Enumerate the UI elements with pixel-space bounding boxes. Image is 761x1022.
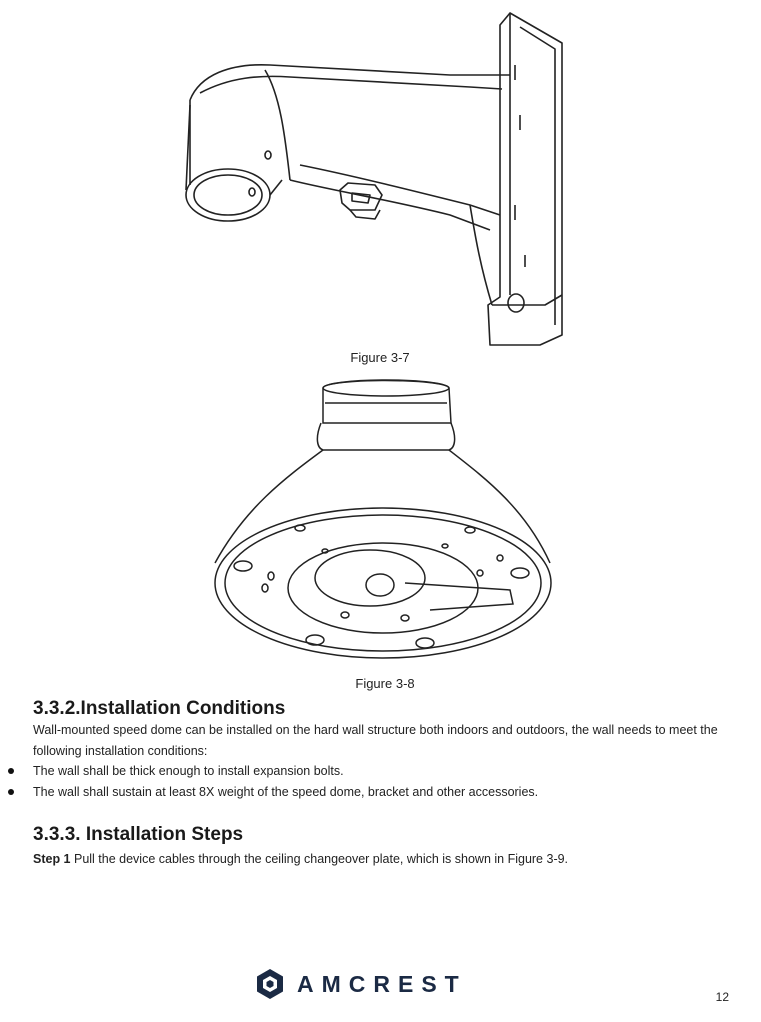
bullet-icon bbox=[8, 789, 14, 795]
amcrest-logo: AMCREST bbox=[255, 968, 467, 1000]
step-description: Pull the device cables through the ceili… bbox=[70, 852, 569, 866]
bullet-text: The wall shall be thick enough to instal… bbox=[33, 764, 344, 778]
step-1-text: Step 1 Pull the device cables through th… bbox=[33, 852, 568, 866]
section-heading-installation-conditions: 3.3.2.Installation Conditions bbox=[33, 698, 286, 719]
bullet-icon bbox=[8, 768, 14, 774]
section-heading-installation-steps: 3.3.3. Installation Steps bbox=[33, 824, 244, 845]
figure-3-8-mount-base-drawing bbox=[205, 378, 555, 678]
list-item: The wall shall be thick enough to instal… bbox=[8, 764, 344, 778]
list-item: The wall shall sustain at least 8X weigh… bbox=[8, 785, 538, 799]
figure-3-7-bracket-drawing bbox=[170, 5, 570, 350]
step-label: Step 1 bbox=[33, 852, 71, 866]
brand-name: AMCREST bbox=[297, 970, 467, 997]
installation-conditions-intro: Wall-mounted speed dome can be installed… bbox=[33, 723, 718, 758]
bullet-text: The wall shall sustain at least 8X weigh… bbox=[33, 785, 539, 799]
figure-3-8-caption: Figure 3-8 bbox=[355, 676, 415, 691]
figure-3-7-caption: Figure 3-7 bbox=[350, 350, 410, 365]
amcrest-logo-icon bbox=[257, 969, 283, 999]
page-number: 12 bbox=[715, 990, 729, 1004]
